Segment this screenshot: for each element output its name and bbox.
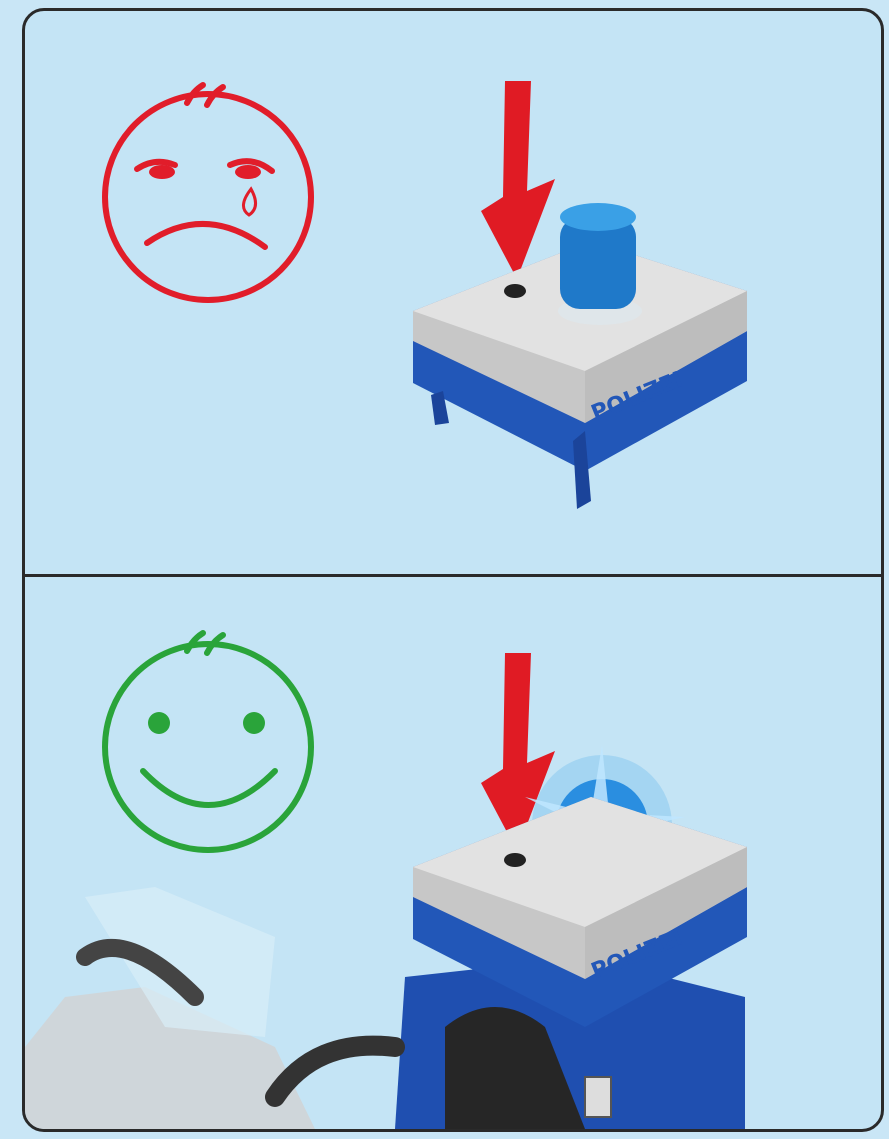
tear-icon [243,189,255,215]
instruction-frame: POLIZEI [22,8,884,1132]
panel-beacon-on-illustration: POLIZEI [25,577,881,1129]
panel-beacon-on: POLIZEI [25,577,881,1129]
sad-face-icon [105,85,311,300]
happy-face-eyes [148,712,265,734]
panel-beacon-off-illustration: POLIZEI [25,11,881,574]
panel-beacon-off: POLIZEI [25,11,881,577]
police-beacon-icon: POLIZEI [413,203,747,509]
down-arrow-icon [481,81,555,279]
sad-face-eyes [149,165,261,179]
happy-face-icon [105,633,311,850]
